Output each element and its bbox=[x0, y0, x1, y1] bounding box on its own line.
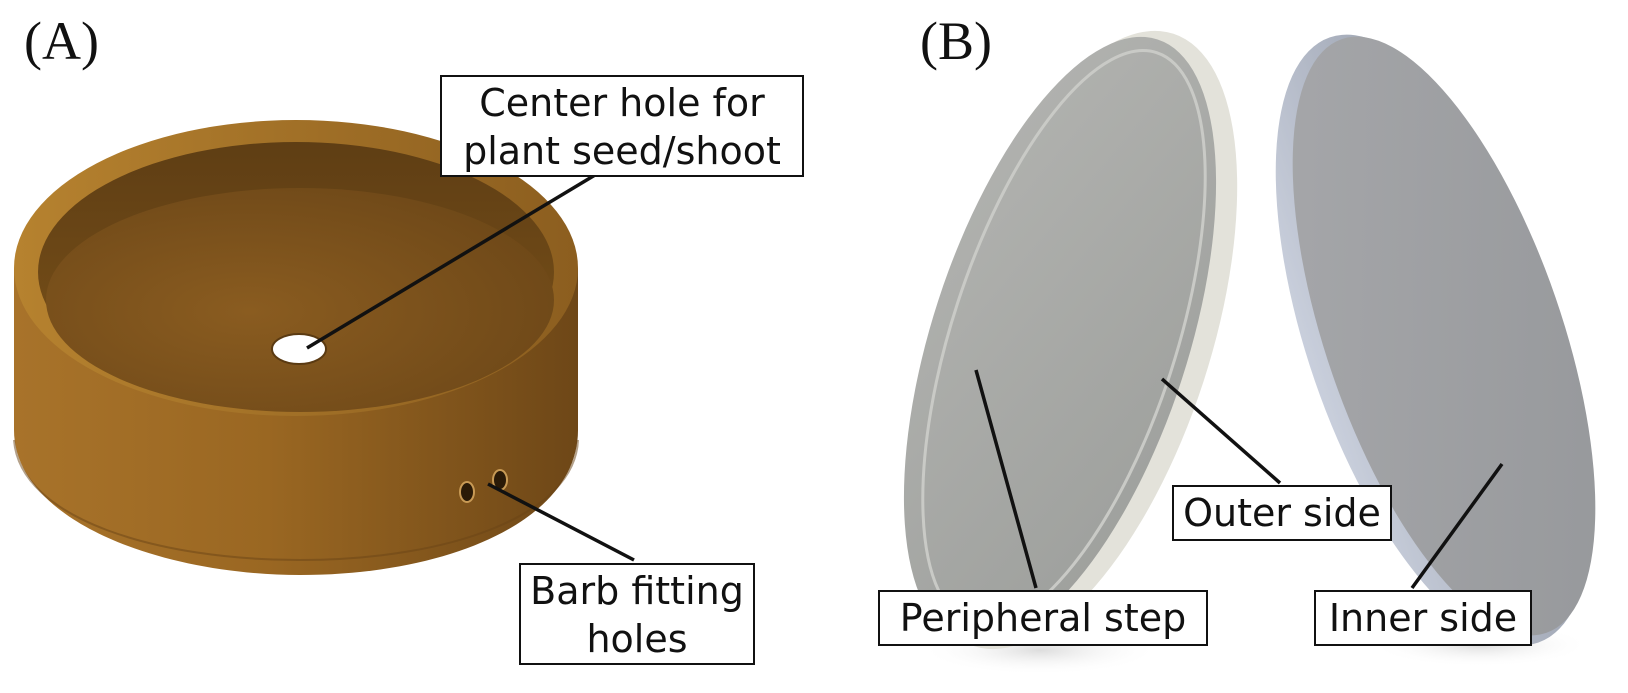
panel-b-label: (B) bbox=[920, 11, 992, 71]
barb-holes-callout: Barb fitting holes bbox=[519, 563, 755, 665]
barb-hole-1 bbox=[459, 481, 475, 503]
outer-disc-face bbox=[903, 36, 1217, 644]
center-hole bbox=[271, 333, 327, 365]
pot-illustration bbox=[13, 120, 635, 575]
barb-holes-callout-line1: Barb fitting bbox=[530, 569, 744, 613]
outer-side-leader bbox=[1160, 377, 1282, 485]
outer-side-callout: Outer side bbox=[1172, 485, 1392, 541]
barb-holes-leader bbox=[487, 482, 635, 562]
barb-holes-callout-line2: holes bbox=[586, 617, 688, 661]
inner-disc-face bbox=[1292, 36, 1596, 636]
center-hole-callout: Center hole for plant seed/shoot bbox=[440, 75, 804, 177]
pot-floor bbox=[46, 188, 554, 412]
pot-base-seam bbox=[13, 439, 579, 562]
inner-side-callout: Inner side bbox=[1314, 590, 1532, 646]
peripheral-step-leader bbox=[974, 369, 1038, 589]
center-hole-callout-line1: Center hole for bbox=[479, 81, 765, 125]
center-hole-callout-line2: plant seed/shoot bbox=[463, 129, 781, 173]
inner-side-leader bbox=[1410, 462, 1504, 590]
panel-a-label: (A) bbox=[24, 11, 99, 71]
discs-illustration bbox=[903, 30, 1596, 675]
center-hole-leader bbox=[306, 170, 601, 350]
peripheral-step-callout: Peripheral step bbox=[878, 590, 1208, 646]
